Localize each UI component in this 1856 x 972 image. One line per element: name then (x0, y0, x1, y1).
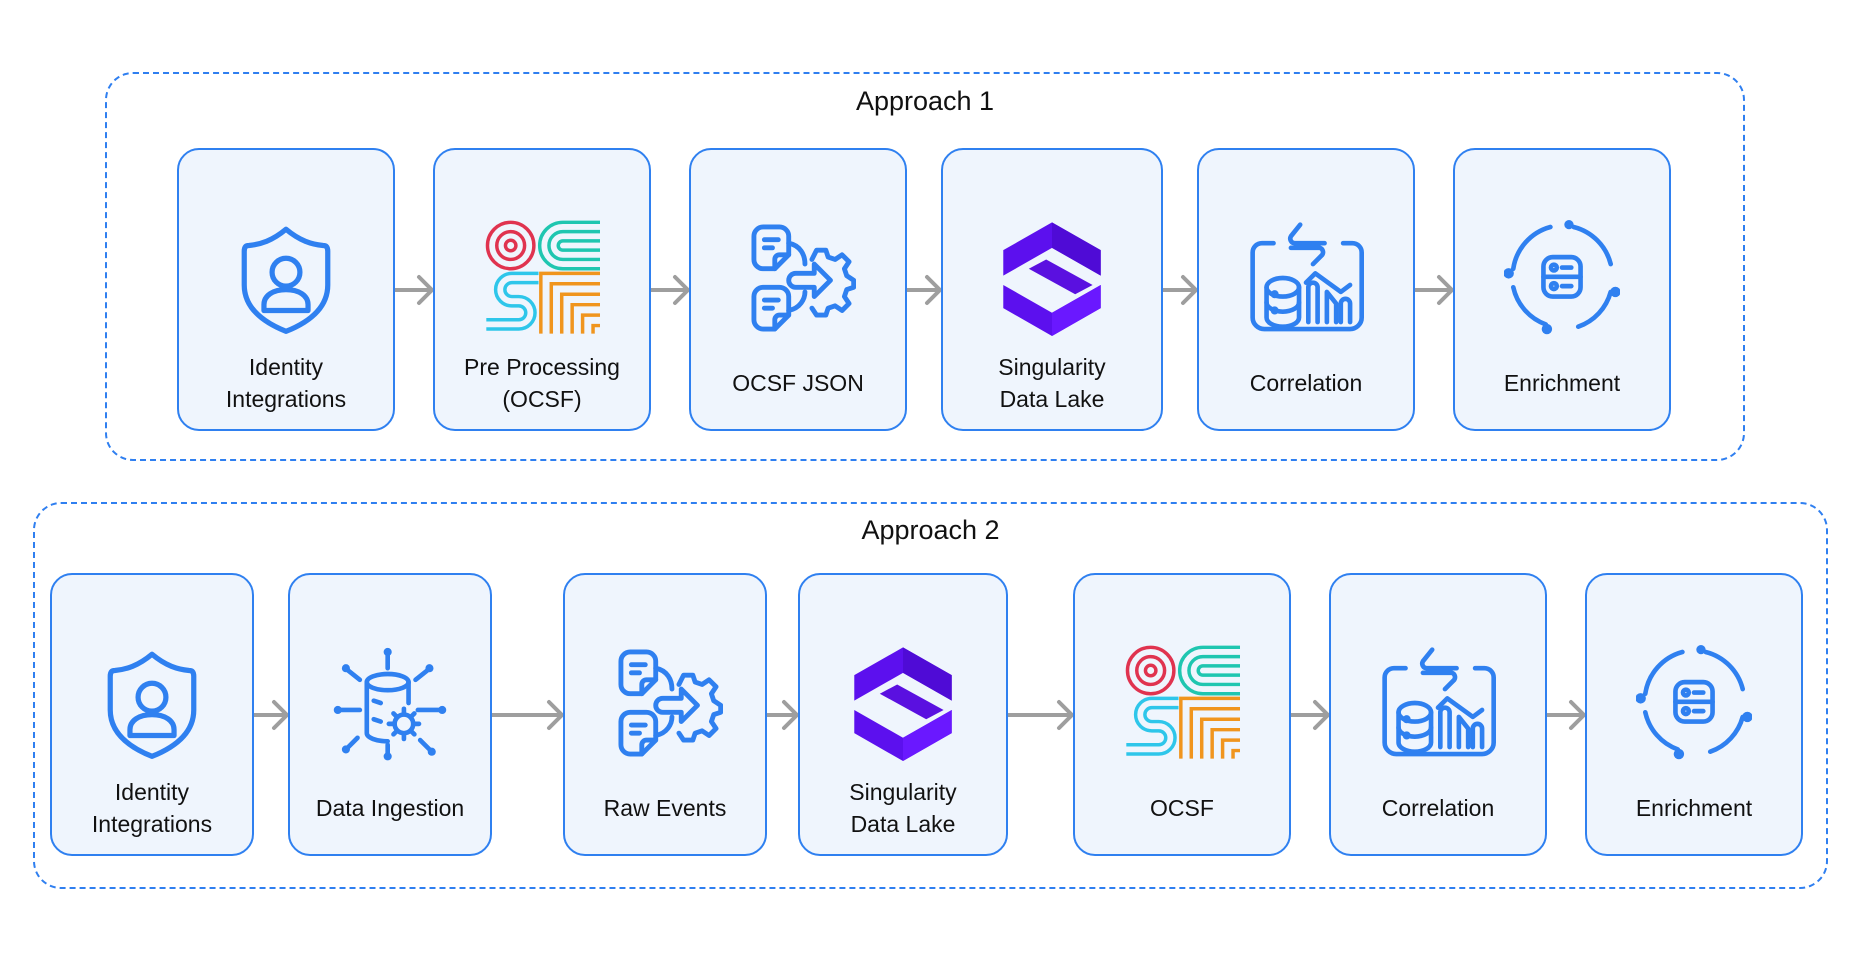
node-label: Correlation (1381, 795, 1495, 821)
approach-2-group: Approach 2 (33, 502, 1828, 889)
flow-arrow (395, 274, 434, 305)
database-network-icon (332, 645, 448, 761)
approach-2-title: Approach 2 (861, 515, 1000, 545)
node-label: Correlation (1249, 370, 1363, 396)
node-singularity-data-lake: Singularity Data Lake (798, 573, 1008, 856)
documents-gear-icon (607, 645, 723, 761)
node-enrichment: Enrichment (1453, 148, 1671, 431)
node-label: Enrichment (1503, 370, 1621, 396)
node-identity-integrations: Identity Integrations (50, 573, 254, 856)
flow-arrow (907, 274, 942, 305)
shield-user-icon (228, 220, 344, 336)
node-correlation: Correlation (1329, 573, 1547, 856)
ocsf-logo-icon (484, 220, 600, 336)
flow-arrow (651, 274, 690, 305)
database-chart-icon (1248, 220, 1364, 336)
documents-gear-icon (740, 220, 856, 336)
node-label: Identity Integrations (225, 354, 347, 412)
database-chart-icon (1380, 645, 1496, 761)
node-pre-processing-ocsf: Pre Processing (OCSF) (433, 148, 651, 431)
flow-arrow (1415, 274, 1454, 305)
node-correlation: Correlation (1197, 148, 1415, 431)
node-label: Enrichment (1635, 795, 1753, 821)
ocsf-logo-icon (1124, 645, 1240, 761)
node-label: Identity Integrations (91, 779, 213, 837)
approach-1-title: Approach 1 (855, 86, 995, 116)
flow-arrow (1547, 699, 1586, 730)
node-data-ingestion: Data Ingestion (288, 573, 492, 856)
node-enrichment: Enrichment (1585, 573, 1803, 856)
approach-1-group: Approach 1 (105, 72, 1745, 461)
node-label: Raw Events (603, 795, 727, 821)
node-label: Singularity Data Lake (849, 779, 957, 837)
flow-arrow (1291, 699, 1330, 730)
node-label: Data Ingestion (315, 795, 465, 821)
flow-arrow (1008, 699, 1074, 730)
node-ocsf: OCSF (1073, 573, 1291, 856)
flow-arrow (1163, 274, 1198, 305)
flow-arrow (492, 699, 564, 730)
shield-user-icon (94, 645, 210, 761)
node-label: Pre Processing (OCSF) (464, 354, 620, 412)
node-label: Singularity Data Lake (998, 354, 1106, 412)
node-singularity-data-lake: Singularity Data Lake (941, 148, 1163, 431)
node-raw-events: Raw Events (563, 573, 767, 856)
flow-arrow (767, 699, 799, 730)
flow-arrow (254, 699, 289, 730)
server-cycle-icon (1504, 220, 1620, 336)
server-cycle-icon (1636, 645, 1752, 761)
node-identity-integrations: Identity Integrations (177, 148, 395, 431)
singularity-logo-icon (994, 220, 1110, 336)
singularity-logo-icon (845, 645, 961, 761)
node-ocsf-json: OCSF JSON (689, 148, 907, 431)
node-label: OCSF (1150, 795, 1214, 821)
node-label: OCSF JSON (732, 370, 864, 396)
